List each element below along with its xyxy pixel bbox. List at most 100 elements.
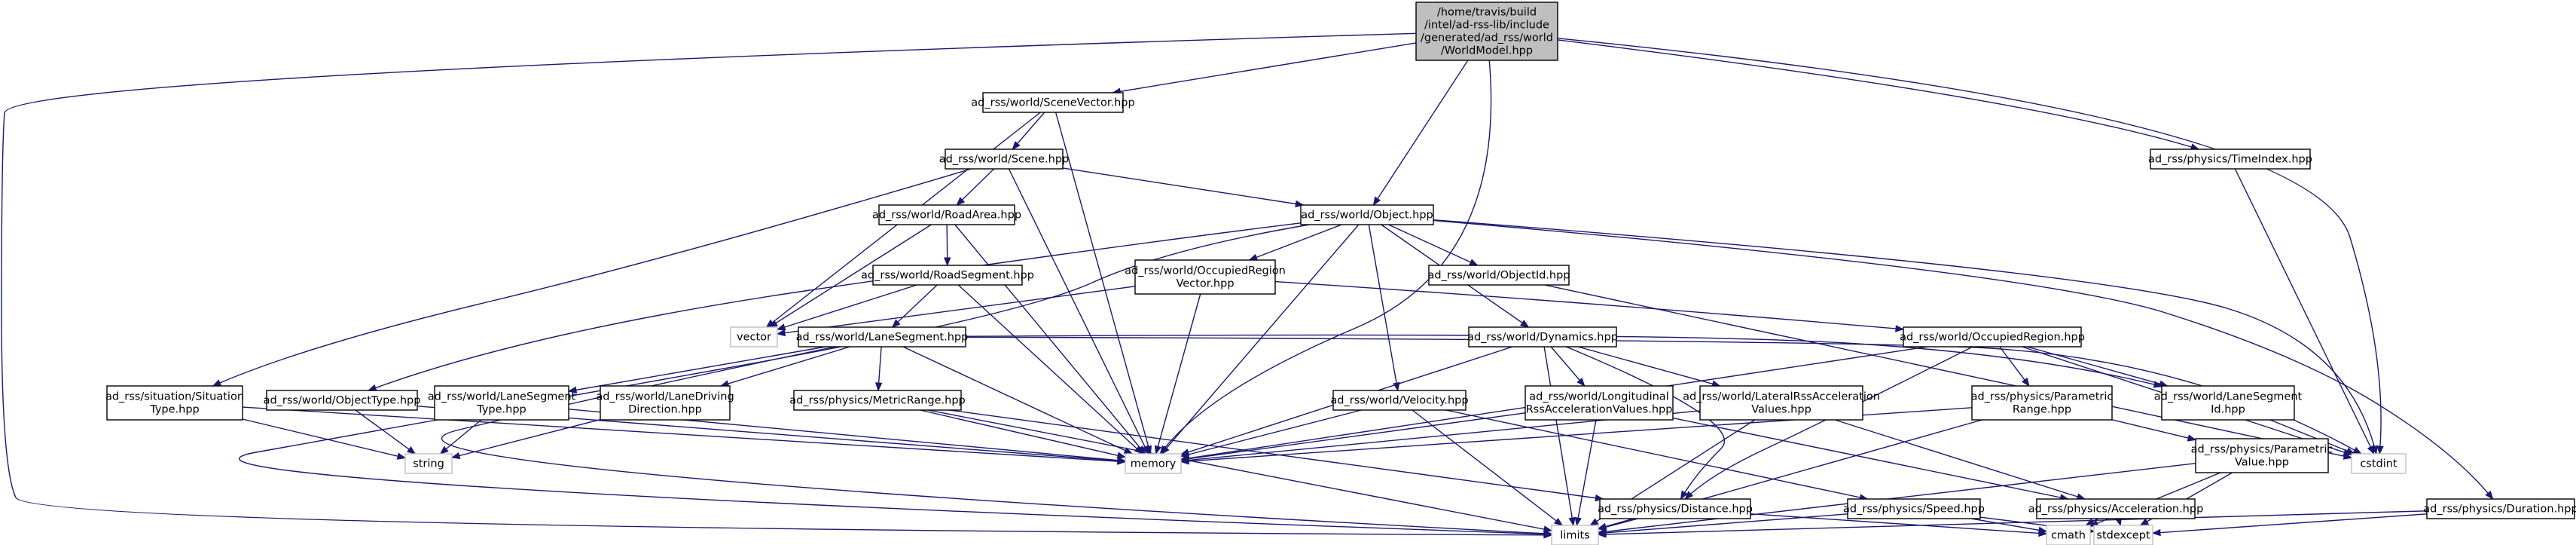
node-duration[interactable]: ad_rss/physics/Duration.hpp [2423,498,2576,519]
node-memory[interactable]: memory [1125,453,1182,474]
node-timeIndex[interactable]: ad_rss/physics/TimeIndex.hpp [2148,148,2312,170]
node-vector[interactable]: vector [730,326,778,348]
edge-lateral-to-acceleration [1834,419,2086,500]
node-limits[interactable]: limits [1551,525,1599,545]
node-label-laneSegType: Type.hpp [476,404,526,416]
node-box-distance [1599,498,1751,519]
node-label-longitudinal: ad_rss/world/Longitudinal [1529,391,1668,403]
node-sceneVector[interactable]: ad_rss/world/SceneVector.hpp [971,92,1135,113]
arrowhead-scene-to-situationType [212,379,222,387]
edge-laneSegment-to-laneSegType [568,346,826,392]
node-label-lateral: ad_rss/world/LateralRssAcceleration [1683,391,1880,403]
edge-dynamics-to-distance [1566,346,1726,500]
edge-sceneVector-to-scene [1012,112,1045,150]
node-label-string: string [413,458,444,470]
edge-object-to-duration [1433,219,2494,500]
arrowhead-laneSegType-to-string [439,445,449,455]
edge-object-to-objectType [368,222,1302,391]
edge-scene-to-situationType [212,168,972,387]
node-objectId[interactable]: ad_rss/world/ObjectId.hpp [1427,265,1570,286]
arrowhead-paramRange-to-paramValue [2187,434,2197,442]
edge-scene-to-memory [1008,168,1149,455]
node-objectType[interactable]: ad_rss/world/ObjectType.hpp [264,390,421,411]
node-velocity[interactable]: ad_rss/world/Velocity.hpp [1330,390,1469,411]
arrowhead-occRegionVec-to-memory [1154,445,1162,455]
arrowhead-object-to-duration [2485,490,2494,501]
edge-scene-to-object [1062,167,1304,206]
node-longitudinal[interactable]: ad_rss/world/LongitudinalRssAcceleration… [1525,385,1674,421]
node-cmath[interactable]: cmath [2046,525,2091,545]
arrowhead-laneSegment-to-laneSegType [567,386,578,393]
node-root: /home/travis/build/intel/ad-rss-lib/incl… [1415,2,1558,61]
node-roadArea[interactable]: ad_rss/world/RoadArea.hpp [872,204,1021,225]
node-string[interactable]: string [404,453,453,474]
node-scene[interactable]: ad_rss/world/Scene.hpp [939,148,1070,170]
node-label-dynamics: ad_rss/world/Dynamics.hpp [1467,332,1618,344]
edge-root-to-sceneVector [1113,42,1417,93]
node-laneSegment[interactable]: ad_rss/world/LaneSegment.hpp [796,326,969,348]
node-label-objectId: ad_rss/world/ObjectId.hpp [1427,270,1570,282]
arrowhead-duration-to-limits [1597,531,1607,538]
node-object[interactable]: ad_rss/world/Object.hpp [1300,204,1434,225]
arrowhead-timeIndex-to-cstdint [2367,445,2375,455]
arrowhead-dynamics-to-longitudinal [1576,377,1586,387]
node-label-occRegionVec: Vector.hpp [1176,278,1234,290]
node-metricRange[interactable]: ad_rss/physics/MetricRange.hpp [789,390,966,411]
edge-occRegionVec-to-occRegion [1274,280,1904,330]
node-label-metricRange: ad_rss/physics/MetricRange.hpp [789,395,966,407]
node-box-objectType [266,390,418,411]
node-box-roadArea [878,204,1015,225]
arrowhead-lateral-to-limits [1589,518,1599,526]
arrowhead-root-to-cstdint [2376,445,2384,455]
node-occRegion[interactable]: ad_rss/world/OccupiedRegion.hpp [1900,326,2085,348]
node-speed[interactable]: ad_rss/physics/Speed.hpp [1843,498,1985,519]
arrowhead-object-to-objectType [367,384,377,391]
node-box-laneDrivingDir [600,385,731,421]
edge-laneSegment-to-limits [441,346,1552,535]
edge-laneSegType-to-string [440,419,482,455]
edge-velocity-to-speed [1445,409,1868,500]
edge-occRegionVec-to-memory [1155,293,1201,455]
arrowhead-longitudinal-to-limits [1574,516,1582,527]
node-distance[interactable]: ad_rss/physics/Distance.hpp [1598,498,1753,519]
arrowhead-object-to-occRegionVec [1248,253,1259,261]
edge-metricRange-to-distance [949,409,1604,500]
node-acceleration[interactable]: ad_rss/physics/Acceleration.hpp [2028,498,2204,519]
node-roadSegment[interactable]: ad_rss/world/RoadSegment.hpp [861,265,1034,286]
node-label-sceneVector: ad_rss/world/SceneVector.hpp [971,97,1134,109]
node-label-speed: ad_rss/physics/Speed.hpp [1843,504,1985,516]
node-lateral[interactable]: ad_rss/world/LateralRssAccelerationValue… [1683,385,1880,421]
arrowhead-metricRange-to-limits [1543,525,1553,533]
edge-objectType-to-string [355,409,416,455]
edge-duration-to-limits [1598,510,2428,535]
edge-metricRange-to-limits [928,409,1552,531]
arrowhead-sceneVector-to-scene [1012,140,1021,151]
node-box-paramValue [2195,438,2329,473]
arrowhead-laneSegment-to-cstdint [2352,446,2363,455]
arrowhead-speed-to-cmath [2037,526,2048,534]
node-stdexcept[interactable]: stdexcept [2093,525,2153,545]
node-box-memory [1125,453,1182,474]
node-box-scene [945,148,1064,170]
arrowhead-paramRange-to-memory [1180,458,1189,465]
node-cstdint[interactable]: cstdint [2351,453,2407,474]
edge-dynamics-to-lateral [1577,346,1720,387]
node-label-stdexcept: stdexcept [2096,530,2150,542]
edge-duration-to-stdexcept [2152,513,2428,534]
node-dynamics[interactable]: ad_rss/world/Dynamics.hpp [1467,326,1618,348]
node-box-lateral [1699,385,1863,421]
edge-velocity-to-memory [1180,409,1362,458]
node-label-scene: ad_rss/world/Scene.hpp [939,154,1070,166]
node-box-vector [730,326,778,348]
edge-situationType-to-memory [242,406,1126,463]
node-label-occRegion: ad_rss/world/OccupiedRegion.hpp [1900,332,2085,344]
arrowhead-roadArea-to-vector [768,320,778,328]
